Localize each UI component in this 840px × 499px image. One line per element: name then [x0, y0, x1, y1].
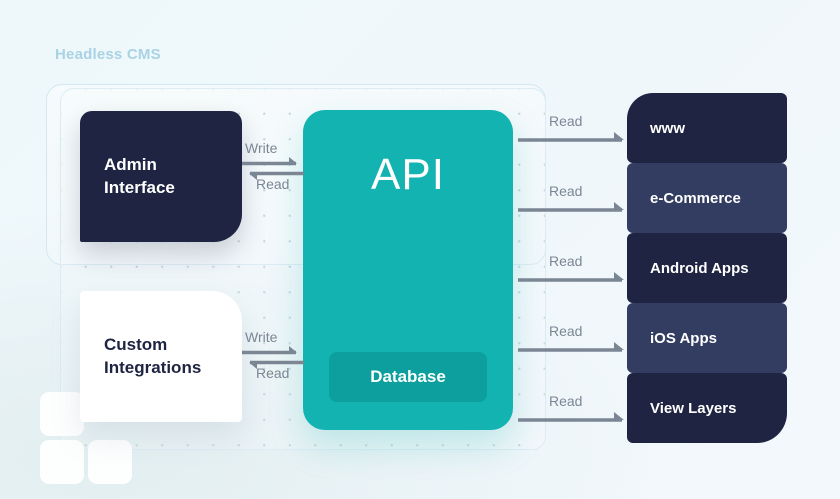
arrow-admin-write-label: Write [245, 140, 278, 156]
arrow-api-view-layers: Read [518, 393, 628, 427]
arrow-admin-api-glyph [242, 157, 304, 180]
decorative-square-bottom-left [40, 440, 84, 484]
database-label: Database [370, 367, 446, 386]
node-channel-view-layers[interactable]: View Layers [627, 373, 787, 443]
arrow-api-ecommerce-glyph [518, 202, 624, 212]
channel-ios-label: iOS Apps [650, 329, 717, 347]
channel-ecommerce-label: e-Commerce [650, 189, 741, 207]
headless-cms-label: Headless CMS [55, 46, 161, 63]
arrow-custom-api-glyph [242, 346, 304, 369]
node-channel-ecommerce[interactable]: e-Commerce [627, 163, 787, 233]
decorative-square-top-left [40, 392, 84, 436]
admin-interface-label: Admin Interface [104, 154, 175, 198]
arrow-api-ecommerce-label: Read [549, 183, 583, 199]
channel-www-label: www [650, 119, 686, 137]
node-database[interactable]: Database [329, 352, 487, 402]
arrow-api-ecommerce: Read [518, 183, 628, 217]
custom-integrations-label: Custom Integrations [104, 334, 201, 378]
arrow-admin-read-label: Read [256, 176, 290, 192]
arrow-api-www-label: Read [549, 113, 583, 129]
arrow-api-www: Read [518, 113, 628, 147]
admin-interface-label-line1: Admin [104, 155, 157, 175]
arrow-custom-api: Write Read [242, 329, 304, 391]
arrow-api-view-layers-glyph [518, 412, 624, 422]
arrow-api-www-glyph [518, 132, 624, 142]
node-channel-android[interactable]: Android Apps [627, 233, 787, 303]
node-api[interactable]: API Database [303, 110, 513, 430]
arrow-custom-write-label: Write [245, 329, 278, 345]
channel-android-label: Android Apps [650, 259, 749, 277]
node-channel-www[interactable]: www [627, 93, 787, 163]
arrow-api-view-layers-label: Read [549, 393, 583, 409]
arrow-api-ios-glyph [518, 342, 624, 352]
node-admin-interface[interactable]: Admin Interface [80, 111, 242, 242]
node-channel-ios[interactable]: iOS Apps [627, 303, 787, 373]
arrow-api-ios-label: Read [549, 323, 583, 339]
custom-integrations-label-line1: Custom [104, 335, 168, 355]
arrow-api-ios: Read [518, 323, 628, 357]
arrow-api-android-glyph [518, 272, 624, 282]
admin-interface-label-line2: Interface [104, 177, 175, 197]
arrow-api-android: Read [518, 253, 628, 287]
node-custom-integrations[interactable]: Custom Integrations [80, 291, 242, 422]
channel-view-layers-label: View Layers [650, 399, 737, 417]
decorative-square-bottom-right [88, 440, 132, 484]
custom-integrations-label-line2: Integrations [104, 357, 202, 377]
arrow-custom-read-label: Read [256, 365, 290, 381]
arrow-admin-api: Write Read [242, 140, 304, 202]
arrow-api-android-label: Read [549, 253, 583, 269]
api-title: API [371, 150, 445, 199]
